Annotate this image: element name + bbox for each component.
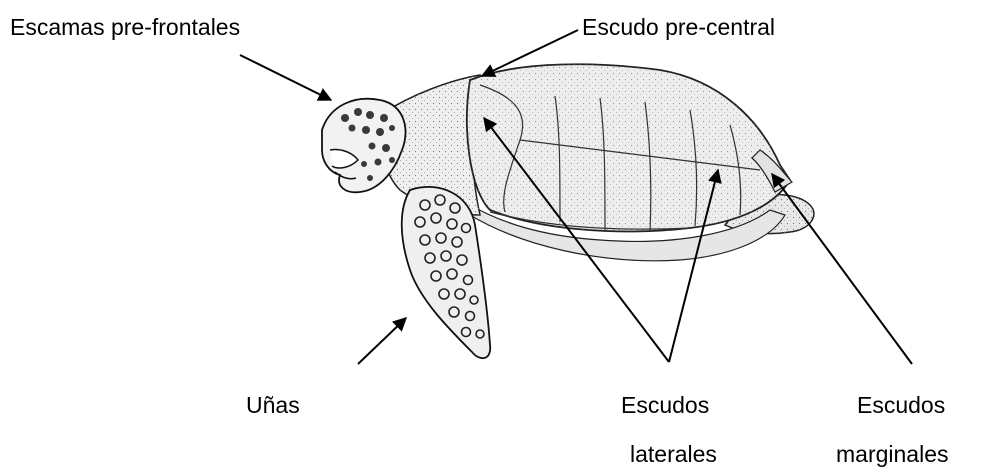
arrow-unas xyxy=(358,318,406,364)
label-escudo-pre-central: Escudo pre-central xyxy=(582,14,775,40)
label-escudos-marginales-line2: marginales xyxy=(836,441,949,467)
label-escudos-laterales-line2: laterales xyxy=(630,441,717,467)
label-escamas-pre-frontales: Escamas pre-frontales xyxy=(10,14,240,40)
arrow-pre-frontal xyxy=(240,55,331,100)
label-escudos-marginales-line1: Escudos xyxy=(857,392,945,418)
arrow-marginal xyxy=(772,174,912,364)
label-unas: Uñas xyxy=(246,392,300,418)
label-escudos-laterales-line1: Escudos xyxy=(621,392,709,418)
